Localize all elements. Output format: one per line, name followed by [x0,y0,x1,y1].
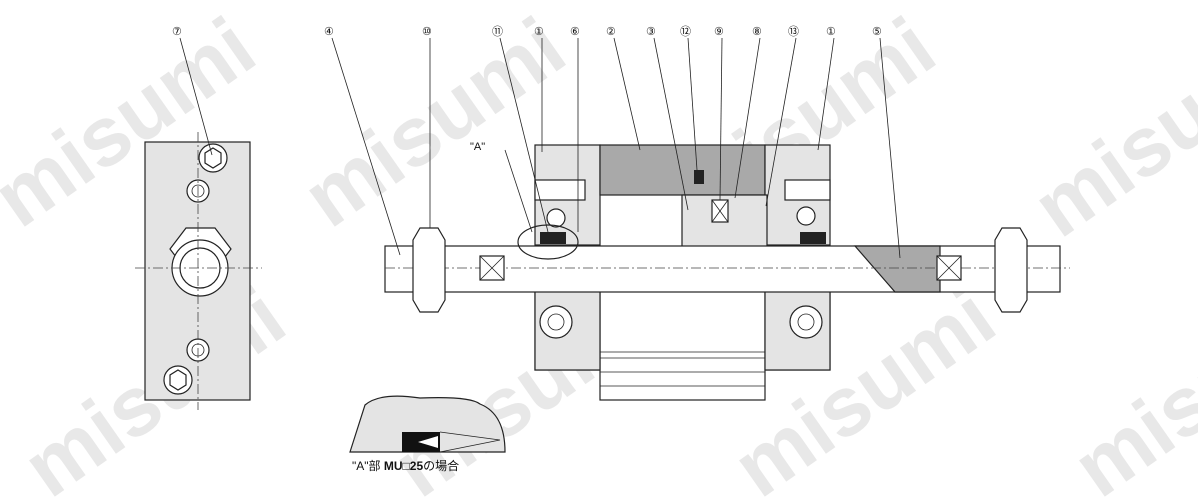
part-label: ⑬ [788,25,799,38]
part-label: ① [534,26,544,38]
part-label: ⑨ [714,26,724,38]
part-label: ⑥ [570,26,580,38]
callout-a-label: "A" [470,141,485,153]
end-plate-side-view [135,132,262,410]
detail-caption: "A"部 MU□25の場合 [352,458,459,473]
part-label: ⑦ [172,26,182,38]
cylinder-main-section: "A" [384,141,1070,401]
detail-caption-suffix: の場合 [423,458,459,473]
detail-a-inset: "A"部 MU□25の場合 [349,395,506,473]
part-label: ⑤ [872,26,882,38]
part-label: ⑩ [422,26,432,38]
part-label: ③ [646,26,656,38]
part-label: ⑫ [680,25,691,38]
part-label: ② [606,26,616,38]
part-label-group: ⑦ ④ ⑩ ⑪ ① ⑥ ② ③ ⑫ ⑨ ⑧ ⑬ ① ⑤ [172,25,901,259]
part-label: ④ [324,26,334,38]
detail-caption-model: MU□25 [384,459,424,473]
watermark: misumi [1056,269,1198,500]
detail-caption-prefix: "A"部 [352,458,384,473]
part-label: ⑪ [492,25,503,38]
watermark: misumi [1016,9,1198,255]
part-label: ① [826,26,836,38]
part-label: ⑧ [752,26,762,38]
